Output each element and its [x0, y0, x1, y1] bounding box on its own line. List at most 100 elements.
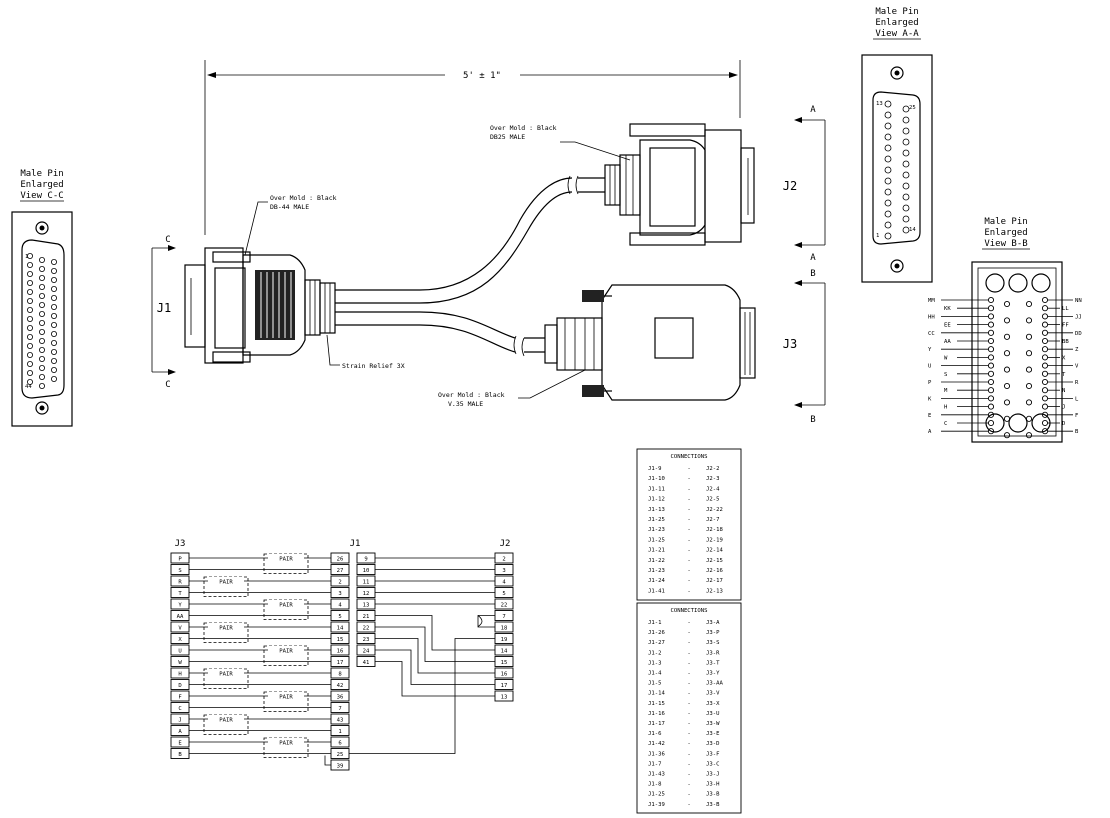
j3-pin-label: B [178, 752, 182, 758]
view-b-pin [1003, 382, 1011, 390]
view-c-pin [39, 265, 46, 272]
view-c-pin-field [26, 252, 58, 389]
view-b-pin [1041, 370, 1049, 377]
view-c-title-3: View C-C [20, 191, 63, 201]
view-c-pin [39, 337, 46, 344]
connection-from: J1-43 [648, 772, 665, 778]
view-c-pin-last: 44 [25, 384, 32, 390]
connection-from: J1-39 [648, 802, 665, 808]
connection-to: J2-3 [706, 476, 719, 482]
connection-from: J1-36 [648, 751, 665, 757]
view-b-right-label: F [1075, 413, 1079, 419]
connection-dash: - [687, 650, 690, 656]
connection-from: J1-12 [648, 497, 665, 503]
view-a-pin [884, 133, 892, 141]
connection-dash: - [687, 497, 690, 503]
connection-to: J3-H [706, 782, 719, 788]
connection-from: J1-25 [648, 537, 665, 543]
connection-dash: - [687, 761, 690, 767]
j3-pin-label: Y [178, 603, 182, 609]
j1-left-pin-label: 26 [337, 557, 344, 563]
view-c-pin [51, 312, 58, 319]
view-b-left-label: P [928, 380, 932, 386]
view-b-right-label: NN [1075, 298, 1082, 304]
view-b-pin [1041, 411, 1049, 418]
connection-dash: - [687, 486, 690, 492]
wire [477, 615, 483, 627]
view-a-pin [902, 171, 910, 179]
connection-from: J1-13 [648, 507, 665, 513]
view-b-pin [987, 354, 995, 361]
connection-from: J1-6 [648, 731, 661, 737]
view-a-pin [902, 182, 910, 190]
wire [324, 755, 331, 766]
j1-left-pin-label: 16 [337, 649, 344, 655]
view-b-pin [1003, 432, 1011, 439]
view-b-right-label: N [1062, 388, 1065, 394]
view-c-pin [51, 366, 58, 373]
connection-dash: - [687, 578, 690, 584]
view-b-pin [1025, 415, 1033, 422]
view-b-pin [987, 370, 995, 377]
connection-dash: - [687, 711, 690, 717]
view-b-pin [1041, 296, 1049, 304]
view-b-pin [987, 313, 995, 320]
j3-overmold-callout: Over Mold : Black [438, 391, 505, 399]
connection-dash: - [687, 558, 690, 564]
view-b-pin [1025, 317, 1033, 324]
connection-from: J1-1 [648, 620, 661, 626]
view-c-pin [26, 351, 33, 358]
wire [375, 649, 495, 685]
pair-label-bg [208, 623, 244, 631]
connection-from: J1-26 [648, 630, 665, 636]
view-a-title-2: Enlarged [875, 18, 918, 28]
pair-label-bg [208, 669, 244, 677]
view-b-right-label: B [1075, 429, 1079, 435]
view-a-pin [884, 155, 892, 163]
view-b-pin [987, 378, 995, 386]
view-a-pin-25: 25 [909, 105, 916, 111]
pair-label: PAIR [279, 603, 293, 609]
view-a-pin [902, 193, 910, 201]
connection-dash: - [687, 751, 690, 757]
connection-dash: - [687, 476, 690, 482]
section-b-top: B [810, 269, 815, 279]
section-c-bottom: C [165, 380, 170, 390]
view-b-left-label: U [928, 364, 931, 370]
connection-dash: - [687, 630, 690, 636]
j1-left-pin-label: 42 [337, 683, 344, 689]
connection-dash: - [687, 782, 690, 788]
j3-pin-label: R [178, 580, 182, 586]
view-a-pin [884, 221, 892, 229]
j2-pin-label: 16 [501, 672, 508, 678]
view-b-pin [987, 428, 995, 435]
view-b-left-label: Y [928, 347, 932, 353]
section-b-bottom: B [810, 415, 815, 425]
connection-dash: - [687, 721, 690, 727]
j1-left-pin-label: 8 [338, 672, 342, 678]
view-b-pin [987, 419, 995, 427]
j2-pin-label: 7 [502, 614, 505, 620]
view-b-pin [1025, 432, 1033, 439]
connection-from: J1-16 [648, 711, 665, 717]
connection-dash: - [687, 527, 690, 533]
connection-from: J1-14 [648, 691, 665, 697]
j3-pin-label: J [178, 718, 181, 724]
view-b-pin [987, 329, 995, 336]
view-c-pin [39, 319, 46, 326]
view-a-pin [902, 149, 910, 157]
schematic-header-j3: J3 [175, 539, 186, 549]
view-a-pin [884, 100, 892, 108]
j1-overmold-callout: Over Mold : Black [270, 194, 337, 202]
connection-dash: - [687, 792, 690, 798]
pair-label: PAIR [279, 649, 293, 655]
view-b-pin [1041, 403, 1049, 410]
connection-to: J2-5 [706, 497, 719, 503]
connection-dash: - [687, 741, 690, 747]
j3-pin-label: S [178, 568, 181, 574]
j2-connector-drawing: J2 Over Mold : Black DB25 MALE A A [490, 105, 826, 263]
view-c-pin [51, 357, 58, 364]
